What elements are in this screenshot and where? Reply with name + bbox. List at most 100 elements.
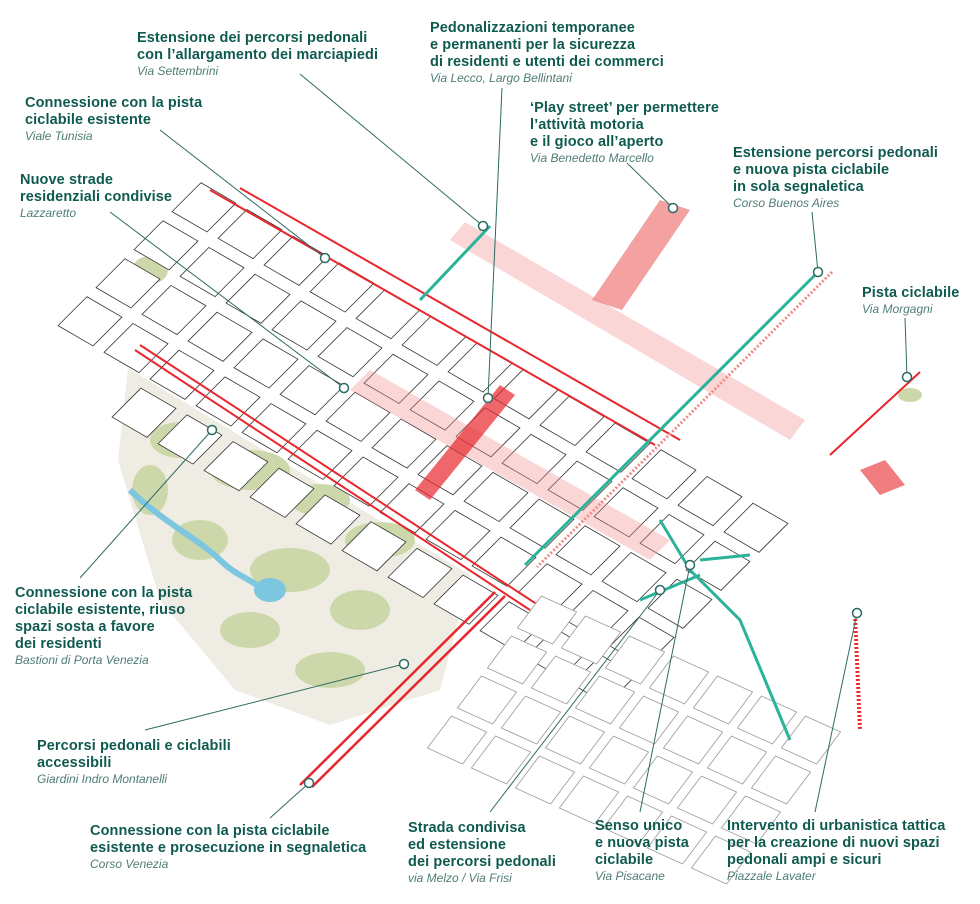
marker-dot-melzo [654,584,666,596]
building-block [574,675,636,725]
label-place: Piazzale Lavater [727,869,816,883]
building-block [558,775,620,825]
label-lecco: Pedonalizzazioni temporanee e permanenti… [430,20,664,86]
label-place: Corso Venezia [90,857,169,871]
building-block [662,715,724,765]
marker-dot-pisacane [684,559,696,571]
building-block [171,182,237,233]
building-block [387,547,453,599]
label-place: Corso Buenos Aires [733,196,840,210]
label-title: ‘Play street’ per permettere l’attività … [530,100,719,150]
leader-line-venezia [269,782,310,819]
building-block [706,735,768,785]
building-block [295,494,361,545]
label-venezia: Connessione con la pista ciclabile esist… [90,823,366,872]
label-place: Via Lecco, Largo Bellintani [430,71,572,85]
label-settembrini: Estensione dei percorsi pedonali con l’a… [137,30,378,79]
building-block [263,235,329,286]
marker-dot-playstreet [667,202,679,214]
building-block [646,815,708,865]
building-block [692,675,754,725]
label-title: Percorsi pedonali e ciclabili accessibil… [37,738,231,771]
building-block [677,475,743,527]
leader-line-bastioni [79,429,213,579]
label-bastioni: Connessione con la pista ciclabile esist… [15,585,192,668]
city-blocks [57,182,842,885]
label-title: Intervento di urbanistica tattica per la… [727,818,946,868]
marker-dot-morgagni [901,371,913,383]
marker-dot-venezia [303,777,315,789]
label-title: Senso unico e nuova pista ciclabile [595,818,689,868]
label-playstreet: ‘Play street’ per permettere l’attività … [530,100,719,166]
building-block [463,471,529,523]
building-block [187,311,253,362]
building-block [539,395,605,447]
leader-line-lecco [487,87,503,399]
building-block [780,715,842,765]
label-title: Connessione con la pista ciclabile esist… [90,823,367,856]
label-place: Viale Tunisia [25,129,93,143]
label-title: Connessione con la pista ciclabile esist… [25,95,203,128]
building-block [233,338,299,389]
building-block [470,735,532,785]
building-block [648,655,710,705]
building-block [593,487,659,538]
label-title: Estensione percorsi pedonali e nuova pis… [733,145,939,195]
building-block [685,540,751,591]
building-block [249,467,315,518]
marker-dot-lazzaretto [338,382,350,394]
leader-line-tunisia [159,129,326,259]
marker-dot-buenosaires [812,266,824,278]
label-title: Nuove strade residenziali condivise [20,172,173,205]
building-block [141,284,207,336]
marker-dot-settembrini [477,220,489,232]
building-block [179,246,245,298]
building-block [547,460,613,511]
building-block [279,365,345,416]
building-block [325,391,391,442]
building-block [486,635,548,685]
building-block [500,695,562,745]
building-block [133,220,199,271]
building-block [602,795,664,845]
building-block [560,615,622,665]
building-block [530,655,592,705]
building-block [585,422,651,473]
building-block [95,258,161,309]
building-block [601,551,667,603]
label-buenosaires: Estensione percorsi pedonali e nuova pis… [733,145,938,211]
building-block [341,521,407,572]
building-block [514,755,576,805]
building-block [355,289,421,340]
leader-line-lavater [814,612,858,813]
building-block [509,498,575,549]
building-block [447,342,513,393]
leader-lines [79,73,913,819]
building-block [433,574,499,625]
building-block [676,775,738,825]
building-block [647,578,713,629]
building-block [363,353,429,404]
building-block [57,296,123,347]
label-place: Bastioni di Porta Venezia [15,653,149,667]
leader-line-morgagni [904,317,908,378]
building-block [544,715,606,765]
building-block [309,262,375,313]
building-block [241,403,307,454]
building-block [471,536,537,587]
building-block [631,449,697,500]
label-place: Via Pisacane [595,869,665,883]
leader-line-lazzaretto [109,211,345,389]
building-block [103,322,169,374]
building-block [401,315,467,366]
label-montanelli: Percorsi pedonali e ciclabili accessibil… [37,738,231,787]
building-block [456,675,518,725]
marker-dot-tunisia [319,252,331,264]
label-lavater: Intervento di urbanistica tattica per la… [727,818,945,884]
building-block [736,695,798,745]
leader-line-pisacane [639,564,691,813]
building-block [720,795,782,845]
